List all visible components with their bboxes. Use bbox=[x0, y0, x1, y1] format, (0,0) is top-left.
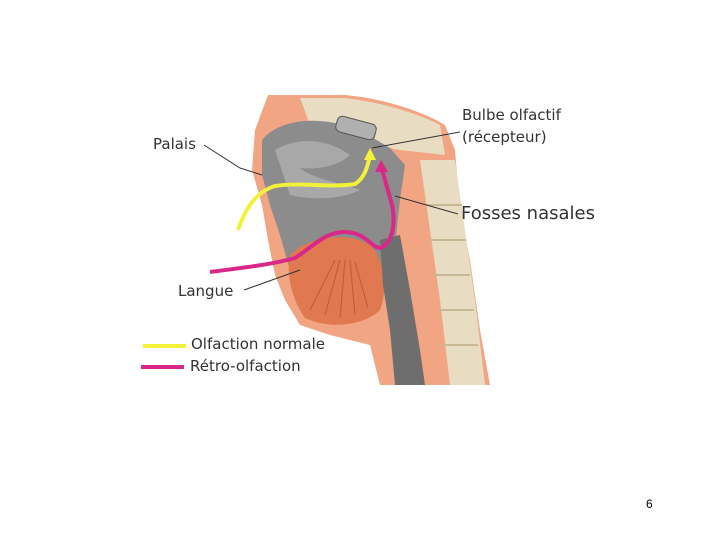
olfactory-bulb-label: Bulbe olfactif bbox=[462, 106, 561, 124]
retro-olfaction-path bbox=[209, 167, 396, 274]
tongue-muscle-lines bbox=[309, 259, 369, 319]
olfactory-bulb-shape bbox=[335, 115, 377, 141]
legend-retro-label: Rétro-olfaction bbox=[190, 357, 301, 375]
airway-shape bbox=[380, 235, 425, 385]
spine-bone-shape bbox=[420, 160, 485, 385]
nasal-cavity-label: Fosses nasales bbox=[461, 203, 595, 224]
normal-olfaction-arrowhead bbox=[364, 148, 376, 160]
tongue-shape bbox=[288, 237, 385, 325]
olfactory-bulb-sublabel: (récepteur) bbox=[462, 128, 547, 146]
retro-olfaction-arrowhead bbox=[375, 160, 388, 172]
palate-label: Palais bbox=[153, 135, 196, 153]
palate-pointer-line bbox=[203, 144, 263, 176]
tongue-pointer-line bbox=[243, 269, 301, 291]
bulb-pointer-line bbox=[371, 131, 461, 149]
pointer-lines bbox=[203, 131, 461, 291]
normal-olfaction-path bbox=[236, 154, 372, 231]
legend-normal-label: Olfaction normale bbox=[191, 335, 325, 353]
tongue-label: Langue bbox=[178, 282, 234, 300]
page-number: 6 bbox=[646, 497, 653, 511]
nasal-pointer-line bbox=[394, 195, 459, 215]
vertebrae-lines bbox=[426, 204, 478, 346]
